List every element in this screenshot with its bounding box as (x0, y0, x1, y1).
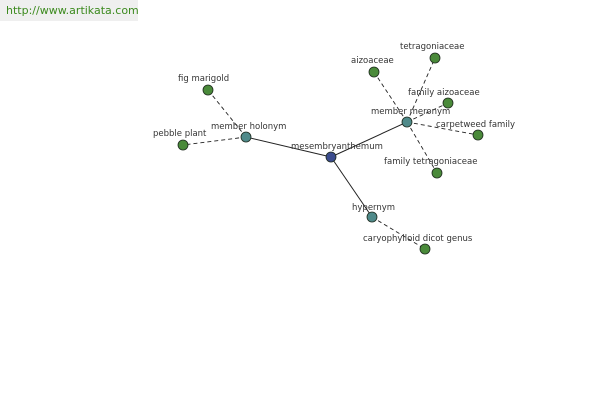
edge-meronym-tetragoniaceae (406, 57, 436, 123)
node-relation-holonym[interactable] (240, 131, 252, 143)
node-label-fig[interactable]: fig marigold (178, 74, 229, 84)
edge-center-meronym (330, 121, 408, 158)
node-label-meronym[interactable]: member meronym (371, 107, 450, 117)
edge-holonym-pebble (182, 136, 247, 146)
site-url-link[interactable]: http://www.artikata.com (6, 4, 139, 17)
node-label-carpetweed[interactable]: carpetweed family (436, 120, 515, 130)
edge-holonym-fig (207, 89, 247, 138)
node-label-center[interactable]: mesembryanthemum (291, 142, 383, 152)
edge-center-holonym (245, 136, 332, 158)
node-leaf-pebble[interactable] (177, 139, 189, 151)
node-label-aizoaceae[interactable]: aizoaceae (351, 56, 394, 66)
edge-center-hypernym (330, 156, 373, 218)
edge-meronym-familytetra (406, 121, 438, 174)
node-label-caryo[interactable]: caryophylloid dicot genus (363, 234, 473, 244)
node-relation-hypernym[interactable] (366, 211, 378, 223)
node-center[interactable] (325, 151, 337, 163)
node-label-holonym[interactable]: member holonym (211, 122, 286, 132)
node-label-familytetra[interactable]: family tetragoniaceae (384, 157, 477, 167)
node-leaf-carpetweed[interactable] (472, 129, 484, 141)
graph-edges (182, 57, 479, 250)
site-banner: http://www.artikata.com (0, 0, 139, 21)
node-label-familyaizoaceae[interactable]: family aizoaceae (408, 88, 480, 98)
edge-meronym-familyaizoaceae (406, 102, 449, 123)
node-leaf-aizoaceae[interactable] (368, 66, 380, 78)
node-leaf-fig[interactable] (202, 84, 214, 96)
edge-meronym-aizoaceae (373, 71, 408, 123)
node-leaf-caryo[interactable] (419, 243, 431, 255)
node-label-hypernym[interactable]: hypernym (352, 203, 395, 213)
node-leaf-tetragoniaceae[interactable] (429, 52, 441, 64)
node-label-tetragoniaceae[interactable]: tetragoniaceae (400, 42, 465, 52)
graph-nodes (177, 52, 484, 255)
graph-labels: mesembryanthemum member holonym fig marigo… (153, 42, 515, 244)
node-leaf-familyaizoaceae[interactable] (442, 97, 454, 109)
node-leaf-familytetra[interactable] (431, 167, 443, 179)
node-relation-meronym[interactable] (401, 116, 413, 128)
node-label-pebble[interactable]: pebble plant (153, 129, 207, 139)
edge-meronym-carpetweed (406, 121, 479, 136)
edge-hypernym-caryo (371, 216, 426, 250)
